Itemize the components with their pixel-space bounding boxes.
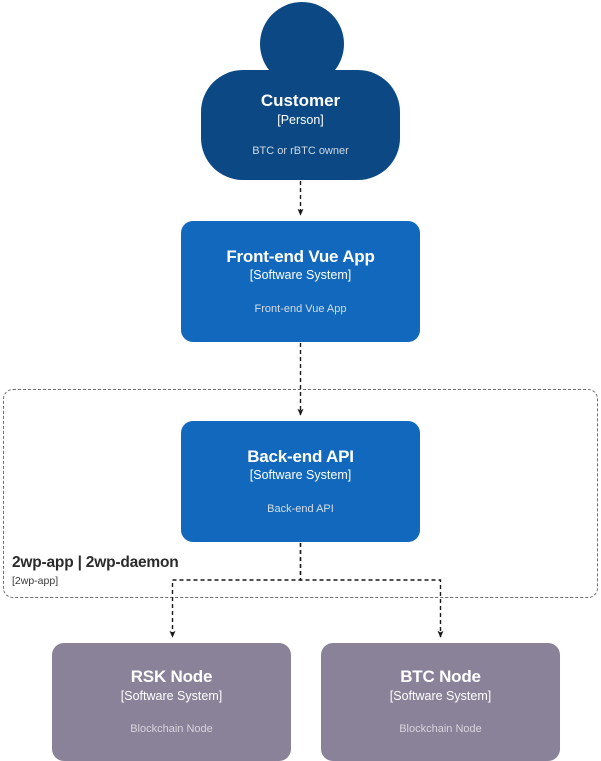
node-frontend-vue-app-title: Front-end Vue App (226, 246, 375, 266)
node-rsk-node-type: [Software System] (120, 688, 223, 703)
node-btc-node-description: Blockchain Node (399, 723, 482, 736)
node-frontend-vue-app-type: [Software System] (249, 268, 352, 283)
node-frontend-vue-app[interactable]: Front-end Vue App [Software System] Fron… (181, 221, 420, 342)
node-backend-api[interactable]: Back-end API [Software System] Back-end … (181, 421, 420, 542)
node-customer-body: Customer [Person] BTC or rBTC owner (201, 70, 400, 180)
boundary-2wp-app-label: 2wp-app | 2wp-daemon [2wp-app] (12, 554, 179, 588)
node-backend-api-type: [Software System] (249, 468, 352, 483)
boundary-2wp-app-type: [2wp-app] (12, 574, 59, 587)
node-frontend-vue-app-description: Front-end Vue App (254, 302, 347, 315)
node-rsk-node[interactable]: RSK Node [Software System] Blockchain No… (52, 643, 291, 761)
node-rsk-node-description: Blockchain Node (130, 723, 213, 736)
node-customer-type: [Person] (277, 112, 324, 127)
node-customer-title: Customer (260, 91, 341, 111)
node-customer[interactable]: Customer [Person] BTC or rBTC owner (201, 2, 400, 180)
node-backend-api-description: Back-end API (267, 502, 334, 515)
node-backend-api-title: Back-end API (247, 446, 354, 466)
node-btc-node[interactable]: BTC Node [Software System] Blockchain No… (321, 643, 560, 761)
node-btc-node-title: BTC Node (400, 667, 481, 687)
boundary-2wp-app-title: 2wp-app | 2wp-daemon (12, 554, 179, 571)
node-btc-node-type: [Software System] (389, 688, 492, 703)
node-customer-description: BTC or rBTC owner (252, 145, 349, 158)
node-rsk-node-title: RSK Node (130, 667, 213, 687)
